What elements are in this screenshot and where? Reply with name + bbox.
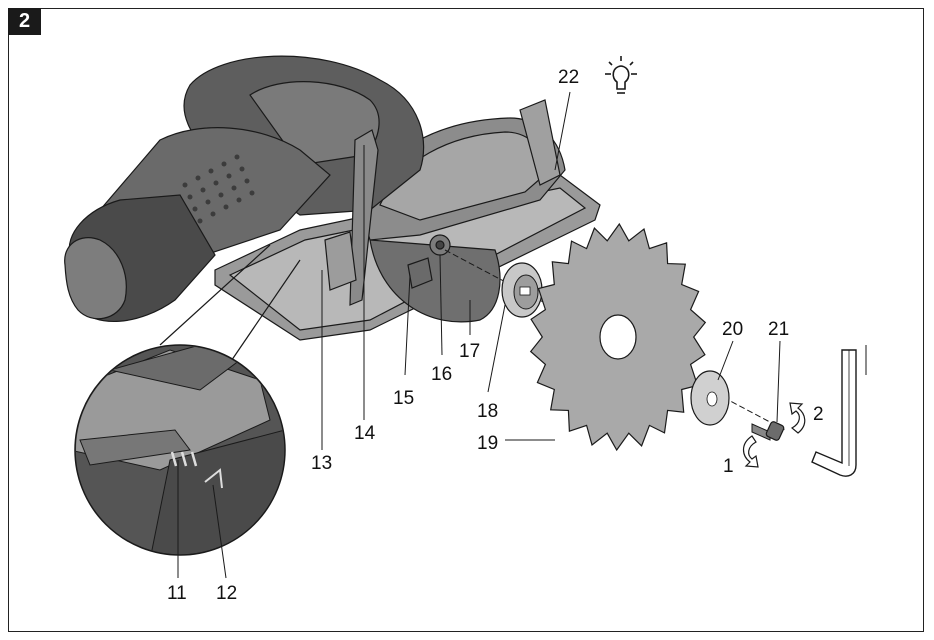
spindle-lock-button xyxy=(407,257,433,289)
callout-18: 18 xyxy=(477,401,499,422)
callout-19: 19 xyxy=(477,433,499,454)
inner-flange xyxy=(501,262,543,318)
cut-indicator xyxy=(519,99,561,186)
callout-12: 12 xyxy=(216,583,238,604)
callout-20: 20 xyxy=(722,319,744,340)
tighten-arrow-icon xyxy=(789,402,806,434)
callout-1: 1 xyxy=(723,456,734,477)
leader-lines xyxy=(177,91,781,579)
callout-14: 14 xyxy=(354,423,376,444)
saw-blade xyxy=(529,222,707,452)
saw-blade-lower xyxy=(369,239,501,323)
bevel-mark-lines xyxy=(170,451,198,467)
bevel-mark-arrow xyxy=(204,468,223,489)
callout-15: 15 xyxy=(393,388,415,409)
light-bulb-icon xyxy=(605,56,637,94)
bevel-lock xyxy=(324,231,357,291)
callout-2: 2 xyxy=(813,404,824,425)
callout-17: 17 xyxy=(459,341,481,362)
clamping-screw xyxy=(751,421,785,441)
outer-flange xyxy=(690,370,730,426)
battery-end-cap xyxy=(64,237,127,320)
handle-grip-pattern xyxy=(182,154,255,224)
circular-saw xyxy=(64,55,601,341)
callout-22: 22 xyxy=(558,67,580,88)
hex-key xyxy=(811,349,857,477)
loosen-arrow-icon xyxy=(742,435,759,468)
callout-13: 13 xyxy=(311,453,333,474)
callout-16: 16 xyxy=(431,364,453,385)
callout-21: 21 xyxy=(768,319,790,340)
callout-11: 11 xyxy=(167,583,187,604)
figure-number-badge: 2 xyxy=(8,8,41,35)
